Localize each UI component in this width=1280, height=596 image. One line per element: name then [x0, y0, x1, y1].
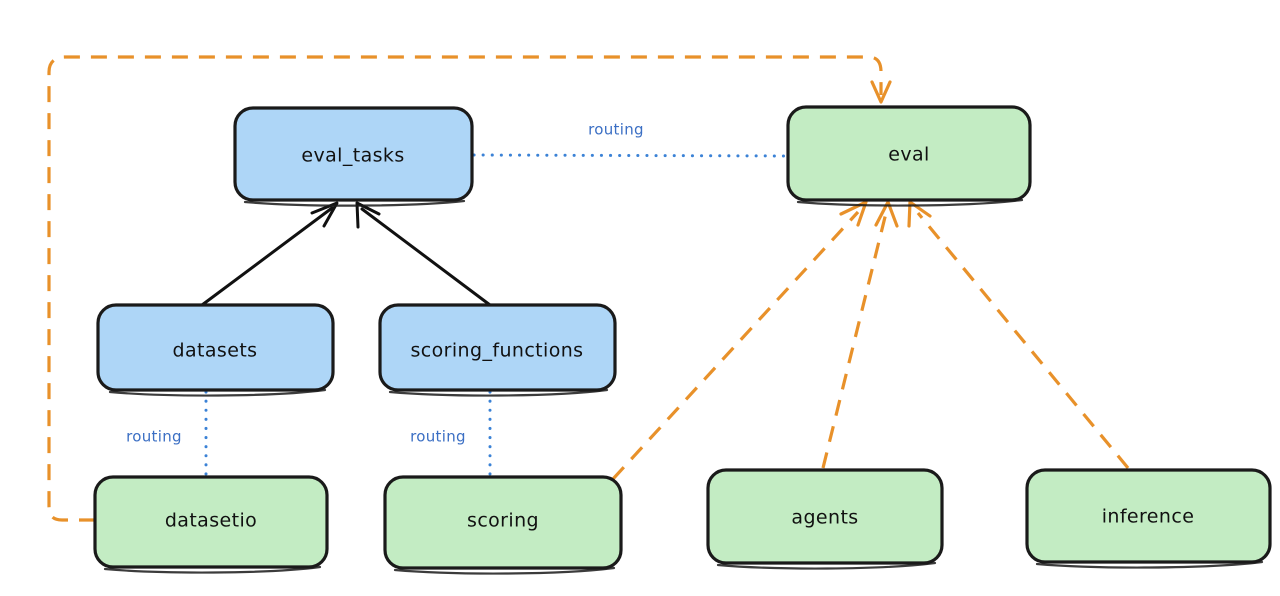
node-shape-datasetio[interactable]: [93, 475, 329, 569]
node-label-inference: inference: [1102, 506, 1195, 528]
node-shadow-eval: [796, 198, 1024, 207]
node-scoring_functions[interactable]: scoring_functions: [378, 303, 617, 397]
node-datasetio[interactable]: datasetio: [93, 475, 329, 574]
node-datasets[interactable]: datasets: [96, 303, 335, 397]
node-shape-scoring[interactable]: [383, 475, 623, 570]
edge-scoring-eval: [611, 200, 868, 481]
node-shape-inference[interactable]: [1025, 468, 1272, 564]
edge-datasets-eval_tasks: [200, 201, 339, 307]
node-shadow-datasets: [108, 388, 327, 397]
node-shadow-agents: [716, 561, 937, 570]
node-label-scoring_functions: scoring_functions: [411, 340, 584, 362]
node-shape-datasets[interactable]: [96, 303, 335, 392]
arrowhead-agents-eval: [874, 200, 899, 228]
edge-path-datasetio-eval: [47, 55, 883, 522]
node-label-eval_tasks: eval_tasks: [301, 145, 404, 167]
edge-label-routing-scoring: routing: [410, 428, 466, 446]
arrowhead-scoring_functions-eval_tasks: [355, 201, 381, 229]
node-shape-scoring_functions[interactable]: [378, 303, 617, 392]
node-label-datasets: datasets: [173, 340, 258, 362]
edge-path-scoring-eval: [611, 210, 860, 481]
node-eval[interactable]: eval: [786, 105, 1032, 207]
edge-group-composition: [200, 201, 492, 307]
node-agents[interactable]: agents: [706, 468, 944, 570]
node-shadow-inference: [1035, 560, 1264, 569]
edge-group-dependency: [47, 55, 1130, 522]
edge-agents-eval: [821, 200, 899, 469]
arrowhead-inference-eval: [907, 200, 932, 228]
edge-path-inference-eval: [916, 211, 1130, 470]
edge-label-routing-datasetio: routing: [126, 428, 182, 446]
edge-path-eval_tasks-eval: [472, 153, 790, 158]
arrowhead-datasetio-eval: [870, 80, 892, 104]
node-label-eval: eval: [888, 144, 929, 166]
edge-datasetio-eval: [47, 55, 892, 522]
node-shadow-scoring_functions: [388, 388, 609, 397]
node-label-agents: agents: [791, 507, 858, 529]
edge-label-group: routing routing routing: [126, 121, 644, 446]
edge-scoring_functions-eval_tasks: [355, 201, 492, 307]
node-shape-eval[interactable]: [786, 105, 1032, 202]
arrowhead-scoring-eval: [839, 200, 868, 227]
node-shape-eval_tasks[interactable]: [233, 106, 474, 202]
node-label-scoring: scoring: [467, 510, 539, 532]
node-shadow-scoring: [393, 566, 616, 575]
node-shadow-datasetio: [103, 565, 322, 574]
node-label-datasetio: datasetio: [165, 510, 257, 532]
edge-path-scoring_functions-eval_tasks: [360, 207, 492, 307]
node-shadow-eval_tasks: [243, 199, 466, 207]
arrowhead-datasets-eval_tasks: [310, 201, 339, 228]
node-scoring[interactable]: scoring: [383, 475, 623, 575]
edge-label-routing-eval: routing: [588, 121, 644, 139]
node-inference[interactable]: inference: [1025, 468, 1272, 569]
edge-path-datasets-eval_tasks: [200, 206, 334, 307]
edge-path-agents-eval: [821, 212, 888, 469]
edge-inference-eval: [907, 200, 1130, 470]
node-shape-agents[interactable]: [706, 468, 944, 565]
node-eval_tasks[interactable]: eval_tasks: [233, 106, 474, 207]
